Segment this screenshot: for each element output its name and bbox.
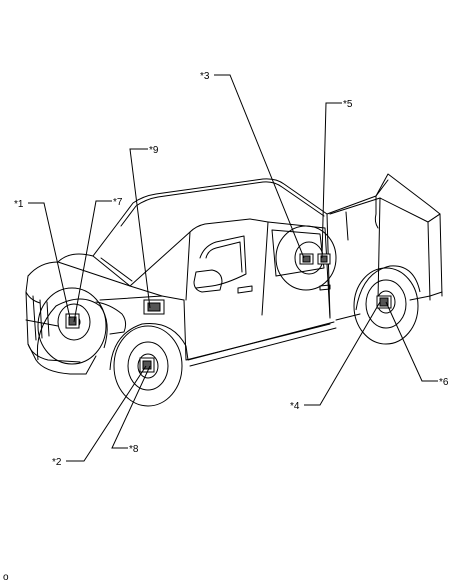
sensor-component-2 (139, 357, 155, 373)
callout-3: *3 (200, 71, 210, 82)
sensor-component-9 (143, 299, 165, 315)
leader-line-1 (28, 202, 71, 319)
callout-4: *4 (290, 401, 300, 412)
leader-line-5 (321, 102, 342, 259)
leader-line-7 (73, 200, 112, 323)
leader-line-2 (66, 365, 147, 462)
callout-1: *1 (14, 199, 24, 210)
leader-line-6 (385, 301, 438, 382)
leader-line-3 (214, 74, 305, 259)
callout-9: *9 (149, 145, 159, 156)
corner-mark: o (3, 572, 9, 583)
sensor-component-5 (317, 253, 331, 265)
leader-line-9 (129, 148, 151, 309)
truck-outline (25, 173, 443, 375)
callout-8: *8 (129, 444, 139, 455)
leader-line-4 (304, 301, 381, 406)
callout-6: *6 (439, 377, 449, 388)
leader-lines (28, 74, 438, 462)
callout-7: *7 (113, 197, 123, 208)
sensor-component-6 (376, 295, 392, 309)
leader-line-8 (111, 365, 151, 449)
callout-2: *2 (52, 457, 62, 468)
callout-5: *5 (343, 99, 353, 110)
sensor-component-1 (65, 313, 80, 329)
front-right-wheel (109, 322, 189, 407)
sensor-component-3 (299, 253, 314, 265)
